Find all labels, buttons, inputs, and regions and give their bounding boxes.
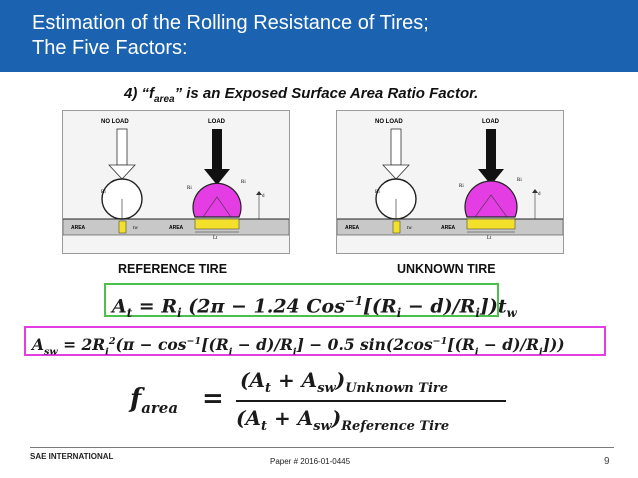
tread-area-equation: At = Ri (2π − 1.24 Cos−1[(Ri − d)/Ri])tw — [104, 283, 517, 320]
ri-label-deformed-a: Ri — [187, 186, 192, 191]
subtitle-suffix: ” is an Exposed Surface Area Ratio Facto… — [174, 85, 479, 102]
tw-label-right: tw — [407, 226, 412, 231]
ri-label-deformed-d: Ri — [517, 178, 522, 183]
ri-label-right: Ri — [375, 190, 380, 195]
ri-label-deformed-b: Ri — [241, 180, 246, 185]
d-label-right: d — [538, 192, 541, 197]
fraction-bar — [236, 400, 506, 402]
reference-tire-diagram: NO LOAD Ri AREA tw LOAD Ri Ri Lt AREA d — [63, 111, 289, 253]
ratio-numerator: (At + Asw)Unknown Tire — [240, 368, 449, 396]
load-label: LOAD — [208, 119, 226, 125]
lt-label-left: Lt — [213, 236, 218, 241]
area-ratio-equation: farea = (At + Asw)Unknown Tire (At + Asw… — [130, 366, 510, 436]
farea-symbol: farea — [130, 384, 179, 418]
no-load-label-r: NO LOAD — [375, 119, 403, 125]
ri-label-left: Ri — [101, 190, 106, 195]
factor-subtitle: 4) “farea” is an Exposed Surface Area Ra… — [124, 85, 478, 105]
denominator-subscript: Reference Tire — [341, 419, 450, 434]
page-number: 9 — [604, 456, 610, 467]
equals-sign: = — [202, 384, 224, 414]
area-label-right: AREA — [345, 225, 360, 231]
footer-paper-number: Paper # 2016-01-0445 — [270, 457, 351, 466]
footer-divider — [30, 447, 614, 448]
area-label-left: AREA — [71, 225, 86, 231]
ratio-denominator: (At + Asw)Reference Tire — [236, 406, 450, 434]
area-label-left-2: AREA — [169, 225, 184, 231]
no-load-label: NO LOAD — [101, 119, 129, 125]
reference-tire-caption: REFERENCE TIRE — [118, 262, 228, 276]
numerator-subscript: Unknown Tire — [345, 381, 449, 396]
lt-label-right: Lt — [487, 236, 492, 241]
unknown-tire-figure: NO LOAD Ri AREA tw LOAD Ri Ri Lt AREA d — [336, 110, 564, 254]
subtitle-prefix: 4) “f — [124, 85, 154, 102]
slide-title-line1: Estimation of the Rolling Resistance of … — [32, 12, 429, 34]
reference-tire-figure: NO LOAD Ri AREA tw LOAD Ri Ri Lt AREA d — [62, 110, 290, 254]
slide-header: Estimation of the Rolling Resistance of … — [0, 0, 638, 72]
unknown-tire-caption: UNKNOWN TIRE — [397, 262, 496, 276]
d-label-left: d — [262, 194, 265, 199]
ri-label-deformed-c: Ri — [459, 184, 464, 189]
subtitle-subscript: area — [154, 94, 175, 105]
load-label-r: LOAD — [482, 119, 500, 125]
slide-title-line2: The Five Factors: — [32, 37, 188, 59]
unknown-tire-diagram: NO LOAD Ri AREA tw LOAD Ri Ri Lt AREA d — [337, 111, 563, 253]
sidewall-area-equation: Asw = 2Ri2(π − cos−1[(Ri − d)/Ri] − 0.5 … — [24, 326, 606, 357]
area-label-right-2: AREA — [441, 225, 456, 231]
tw-label-left: tw — [133, 226, 138, 231]
footer-org: SAE INTERNATIONAL — [30, 452, 114, 461]
